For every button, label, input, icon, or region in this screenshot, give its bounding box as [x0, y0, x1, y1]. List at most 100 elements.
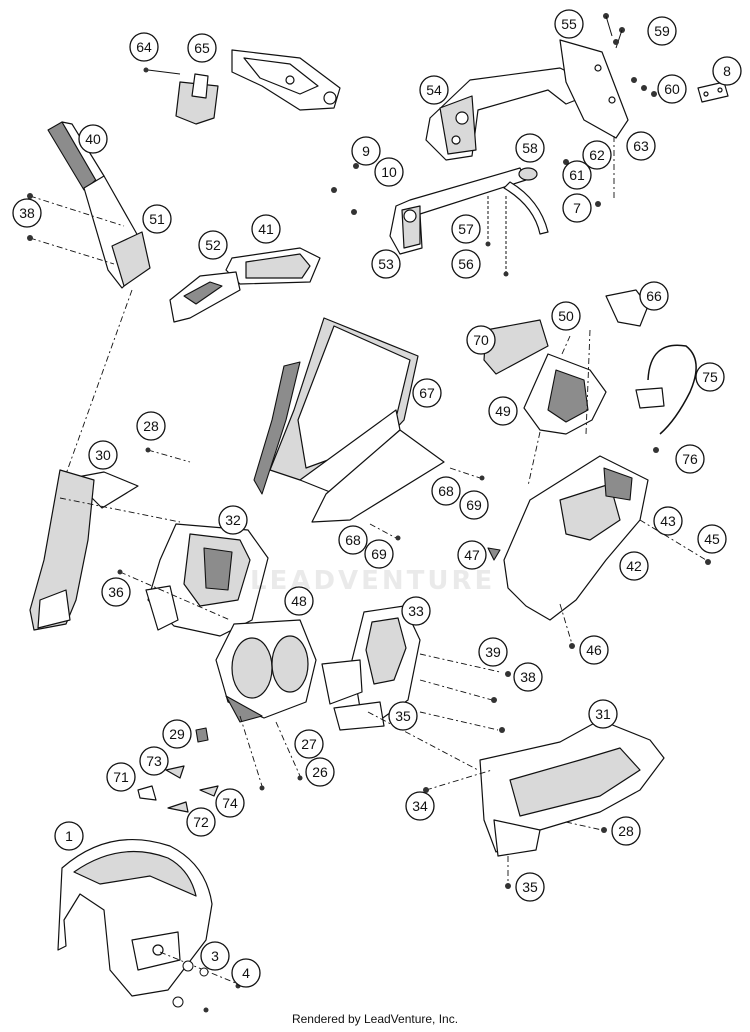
- svg-text:73: 73: [146, 753, 162, 769]
- callout-29[interactable]: 29: [162, 719, 192, 749]
- callout-42[interactable]: 42: [619, 551, 649, 581]
- callout-60[interactable]: 60: [657, 74, 687, 104]
- callout-61[interactable]: 61: [562, 160, 592, 190]
- callout-26[interactable]: 26: [305, 757, 335, 787]
- callout-73[interactable]: 73: [139, 746, 169, 776]
- callout-28-bottom[interactable]: 28: [611, 816, 641, 846]
- callout-32[interactable]: 32: [218, 505, 248, 535]
- callout-72[interactable]: 72: [186, 807, 216, 837]
- svg-text:59: 59: [654, 23, 670, 39]
- callout-3[interactable]: 3: [200, 941, 230, 971]
- callout-59[interactable]: 59: [647, 16, 677, 46]
- callout-40[interactable]: 40: [78, 124, 108, 154]
- callout-30[interactable]: 30: [88, 440, 118, 470]
- callout-35-middle[interactable]: 35: [388, 701, 418, 731]
- svg-text:1: 1: [65, 828, 73, 844]
- callout-69-bottom[interactable]: 69: [364, 539, 394, 569]
- callout-70[interactable]: 70: [466, 325, 496, 355]
- svg-text:28: 28: [618, 823, 634, 839]
- svg-text:49: 49: [495, 403, 511, 419]
- svg-text:51: 51: [149, 211, 165, 227]
- callout-7[interactable]: 7: [562, 193, 592, 223]
- callout-71[interactable]: 71: [106, 762, 136, 792]
- callout-64[interactable]: 64: [129, 32, 159, 62]
- svg-text:43: 43: [660, 513, 676, 529]
- svg-text:33: 33: [408, 603, 424, 619]
- svg-text:45: 45: [704, 531, 720, 547]
- callout-8[interactable]: 8: [712, 56, 742, 86]
- callout-48[interactable]: 48: [284, 586, 314, 616]
- svg-text:74: 74: [222, 795, 238, 811]
- callout-27[interactable]: 27: [294, 729, 324, 759]
- callout-10[interactable]: 10: [374, 157, 404, 187]
- callout-65[interactable]: 65: [187, 33, 217, 63]
- callout-52[interactable]: 52: [198, 230, 228, 260]
- callout-67[interactable]: 67: [412, 378, 442, 408]
- callout-34[interactable]: 34: [405, 791, 435, 821]
- svg-text:65: 65: [194, 40, 210, 56]
- callout-45[interactable]: 45: [697, 524, 727, 554]
- callout-9[interactable]: 9: [351, 136, 381, 166]
- svg-text:50: 50: [558, 308, 574, 324]
- part-41-right-mirror: [169, 247, 321, 323]
- callout-1[interactable]: 1: [54, 821, 84, 851]
- svg-text:48: 48: [291, 593, 307, 609]
- svg-text:39: 39: [485, 644, 501, 660]
- callout-63[interactable]: 63: [626, 131, 656, 161]
- svg-text:29: 29: [169, 726, 185, 742]
- svg-text:47: 47: [464, 547, 480, 563]
- callout-76[interactable]: 76: [675, 444, 705, 474]
- callout-36[interactable]: 36: [101, 577, 131, 607]
- bolts-9-10-56-57: [331, 163, 509, 277]
- callout-74[interactable]: 74: [215, 788, 245, 818]
- callout-39[interactable]: 39: [478, 637, 508, 667]
- part-67-windscreen: [253, 317, 485, 541]
- callout-75[interactable]: 75: [695, 362, 725, 392]
- svg-text:68: 68: [345, 532, 361, 548]
- part-8-plate: [697, 81, 729, 103]
- callout-68-top[interactable]: 68: [431, 476, 461, 506]
- callout-49[interactable]: 49: [488, 396, 518, 426]
- callout-56[interactable]: 56: [451, 249, 481, 279]
- callout-66[interactable]: 66: [639, 281, 669, 311]
- svg-text:26: 26: [312, 764, 328, 780]
- callout-51[interactable]: 51: [142, 204, 172, 234]
- svg-text:69: 69: [371, 546, 387, 562]
- callout-53[interactable]: 53: [371, 249, 401, 279]
- footer-credit: Rendered by LeadVenture, Inc.: [291, 1012, 459, 1026]
- svg-text:36: 36: [108, 584, 124, 600]
- callout-54[interactable]: 54: [419, 75, 449, 105]
- svg-text:4: 4: [242, 965, 250, 981]
- part-66-75-lock-cable: [605, 289, 697, 453]
- callout-62[interactable]: 62: [582, 140, 612, 170]
- part-64-screw: [143, 67, 181, 75]
- callout-4[interactable]: 4: [231, 958, 261, 988]
- callout-55[interactable]: 55: [554, 9, 584, 39]
- svg-text:76: 76: [682, 451, 698, 467]
- svg-text:3: 3: [211, 948, 219, 964]
- callout-41[interactable]: 41: [251, 214, 281, 244]
- bolts-61-62-7: [563, 136, 615, 207]
- svg-text:31: 31: [595, 706, 611, 722]
- callout-43[interactable]: 43: [653, 506, 683, 536]
- callout-38-right[interactable]: 38: [513, 662, 543, 692]
- svg-text:61: 61: [569, 167, 585, 183]
- callout-46[interactable]: 46: [579, 635, 609, 665]
- svg-text:72: 72: [193, 814, 209, 830]
- callout-47[interactable]: 47: [457, 540, 487, 570]
- callout-68-bottom[interactable]: 68: [338, 525, 368, 555]
- callout-31[interactable]: 31: [588, 699, 618, 729]
- svg-text:75: 75: [702, 369, 718, 385]
- callout-58[interactable]: 58: [515, 133, 545, 163]
- callout-69-top[interactable]: 69: [459, 490, 489, 520]
- callout-38-left[interactable]: 38: [12, 198, 42, 228]
- callout-50[interactable]: 50: [551, 301, 581, 331]
- svg-text:71: 71: [113, 769, 129, 785]
- callout-35-bottom[interactable]: 35: [515, 872, 545, 902]
- svg-text:35: 35: [395, 708, 411, 724]
- callout-33[interactable]: 33: [401, 596, 431, 626]
- callout-57[interactable]: 57: [451, 214, 481, 244]
- svg-text:60: 60: [664, 81, 680, 97]
- callout-28-top[interactable]: 28: [136, 411, 166, 441]
- svg-text:34: 34: [412, 798, 428, 814]
